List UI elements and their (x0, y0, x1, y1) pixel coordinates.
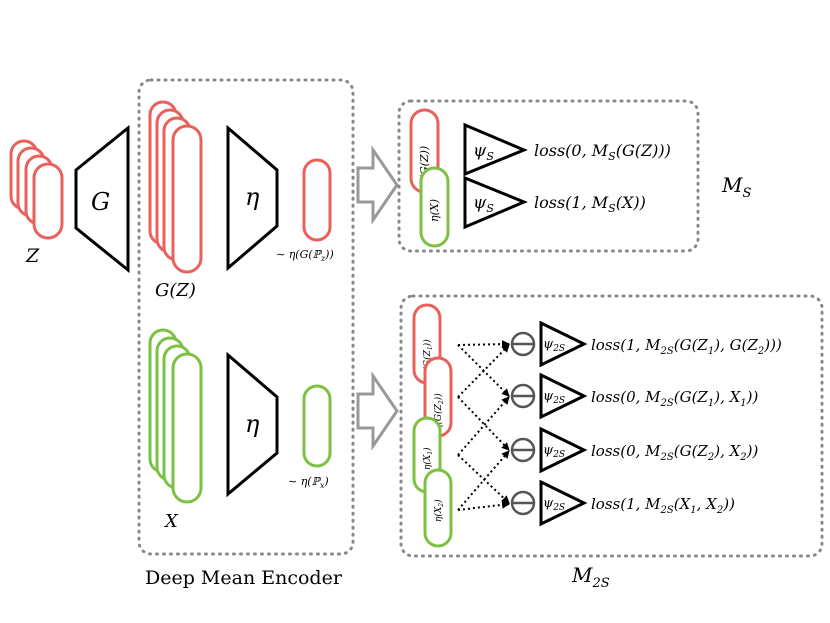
ms-title: MS (721, 173, 751, 201)
fake-embedding (302, 158, 332, 242)
ms-loss-row-1: loss(0, MS(G(Z))) (534, 141, 671, 163)
m2s-loss-row-4: loss(1, M2S(X1, X2)) (591, 495, 735, 516)
m2s-emb-x2 (423, 468, 453, 548)
z-input-stack (9, 139, 64, 240)
ms-psi-bottom (463, 175, 528, 230)
arrow-to-m2s (356, 371, 399, 451)
dist-real-label: ∼ η(ℙx) (288, 475, 329, 490)
m2s-emb-gz2-label: η(G(Z2)) (433, 393, 445, 430)
x-label: X (163, 511, 179, 532)
gz-label: G(Z) (155, 280, 196, 301)
ms-psi-top (463, 122, 528, 177)
m2s-psi-3 (539, 426, 588, 474)
minus-operators (510, 331, 536, 516)
generator-label: G (91, 188, 110, 216)
m2s-psi-1 (539, 320, 588, 368)
arrow-x2-row4 (457, 500, 510, 511)
ms-real-embedding (419, 166, 450, 248)
m2s-psi-1-label: ψ2S (543, 337, 565, 354)
encoder-eta-top (226, 124, 279, 272)
m2s-psi-4 (539, 479, 588, 527)
ms-psi-bottom-label: ψS (473, 193, 494, 215)
pairing-arrows (457, 340, 510, 511)
ms-loss-row-2: loss(1, MS(X)) (534, 193, 646, 215)
m2s-psi-2 (539, 372, 588, 420)
m2s-emb-x1-label: η(X1) (422, 447, 434, 470)
x-stack (148, 328, 203, 504)
eta-top-label: η (245, 183, 260, 211)
generator-block (74, 124, 130, 274)
encoder-caption: Deep Mean Encoder (145, 567, 343, 589)
m2s-psi-3-label: ψ2S (543, 443, 565, 460)
m2s-loss-row-3: loss(0, M2S(G(Z2), X2)) (591, 442, 759, 463)
m2s-loss-row-2: loss(0, M2S(G(Z1), X1)) (591, 388, 759, 409)
m2s-loss-row-1: loss(1, M2S(G(Z1), G(Z2))) (591, 336, 782, 357)
m2s-title: M2S (571, 563, 610, 591)
arrow-x2-row3 (457, 450, 510, 511)
ms-psi-top-label: ψS (473, 141, 494, 163)
m2s-psi-2-label: ψ2S (543, 389, 565, 406)
m2s-emb-x2-label: η(X2) (433, 499, 445, 522)
real-embedding (302, 384, 332, 468)
encoder-frame (137, 78, 355, 556)
encoder-eta-bottom (226, 351, 279, 498)
ms-real-embedding-label: η(X) (428, 199, 441, 222)
eta-bottom-label: η (245, 410, 260, 438)
m2s-psi-4-label: ψ2S (543, 496, 565, 513)
arrow-gz2-row3 (457, 396, 510, 451)
arrow-gz1-row1 (457, 340, 510, 349)
dist-fake-label: ∼ η(G(ℙz)) (276, 248, 334, 263)
arrow-x1-row4 (457, 454, 510, 504)
arrow-gz1-row2 (457, 344, 510, 397)
ms-frame (397, 99, 700, 253)
z-label: Z (25, 245, 40, 267)
m2s-frame (399, 294, 824, 558)
arrow-to-ms (356, 145, 399, 225)
gz-stack (148, 100, 203, 274)
